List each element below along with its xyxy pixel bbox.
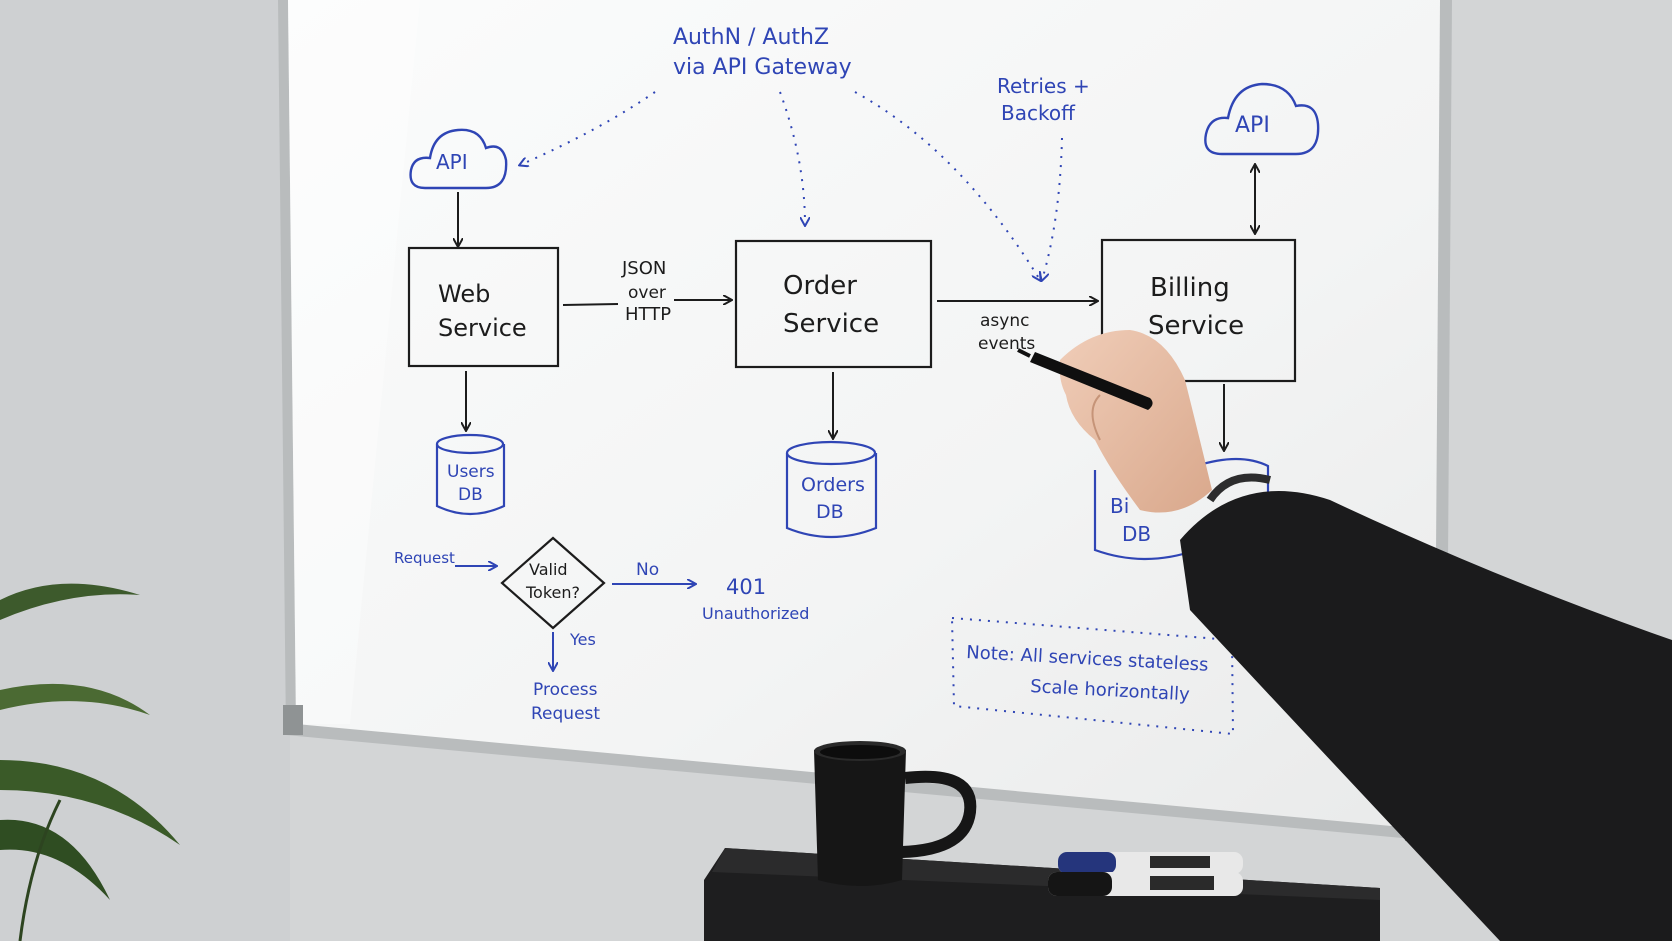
auth-label-line2: via API Gateway [673, 55, 852, 80]
writing-arm [1017, 330, 1672, 941]
order-service-line2: Service [783, 309, 879, 339]
note-box [950, 616, 1235, 736]
billing-service-box [1100, 238, 1297, 383]
cloud-icon: API [1204, 82, 1320, 156]
architecture-diagram: AuthN / AuthZ via API Gateway Retries + … [394, 25, 1320, 736]
api-left-label: API [436, 150, 468, 174]
web-service-line1: Web [438, 280, 490, 308]
frame-corner-left [283, 705, 303, 735]
orders-db-line2: DB [816, 501, 844, 523]
json-label: JSON [621, 258, 666, 279]
cloud-icon: API [409, 128, 508, 190]
users-db-line2: DB [458, 485, 483, 505]
web-service-box [407, 246, 560, 368]
orders-db-cylinder: Orders DB [785, 440, 878, 539]
users-db-line1: Users [447, 462, 495, 482]
decision-diamond [500, 536, 606, 630]
unauth-text: Unauthorized [702, 604, 809, 623]
async-label: async [980, 311, 1029, 331]
billing-service-line2: Service [1148, 311, 1244, 341]
yes-label: Yes [569, 630, 596, 649]
retries-label-line2: Backoff [1001, 101, 1076, 125]
process-line2: Request [531, 704, 600, 724]
retries-arrow [1042, 137, 1063, 280]
no-label: No [636, 560, 659, 580]
whiteboard [278, 0, 1452, 842]
billing-db-line1: Bi [1110, 494, 1129, 518]
web-order-edge-a [562, 303, 619, 306]
auth-label-line1: AuthN / AuthZ [673, 25, 829, 50]
request-label: Request [394, 549, 455, 567]
retries-label-line1: Retries + [997, 74, 1090, 98]
http-label: HTTP [625, 304, 671, 325]
marker-blue [1058, 852, 1243, 874]
billing-service-line1: Billing [1150, 273, 1230, 303]
order-service-box [734, 239, 933, 369]
mug [814, 741, 977, 886]
marker-in-hand [1030, 352, 1153, 410]
decision-line1: Valid [529, 560, 568, 579]
api-right-label: API [1235, 113, 1270, 138]
order-service-line1: Order [783, 271, 857, 301]
orders-db-line1: Orders [801, 474, 865, 496]
billing-db-line2: DB [1122, 522, 1151, 546]
over-label: over [628, 283, 666, 303]
process-line1: Process [533, 680, 598, 700]
web-service-line2: Service [438, 314, 527, 342]
users-db-cylinder: Users DB [435, 433, 506, 516]
plant [0, 583, 180, 941]
billing-db-cylinder: Bi DB [1093, 457, 1270, 561]
events-label: events [978, 334, 1035, 354]
unauth-code: 401 [726, 575, 766, 599]
hand [1059, 330, 1212, 513]
marker-black [1048, 872, 1243, 896]
decision-line2: Token? [525, 583, 580, 602]
